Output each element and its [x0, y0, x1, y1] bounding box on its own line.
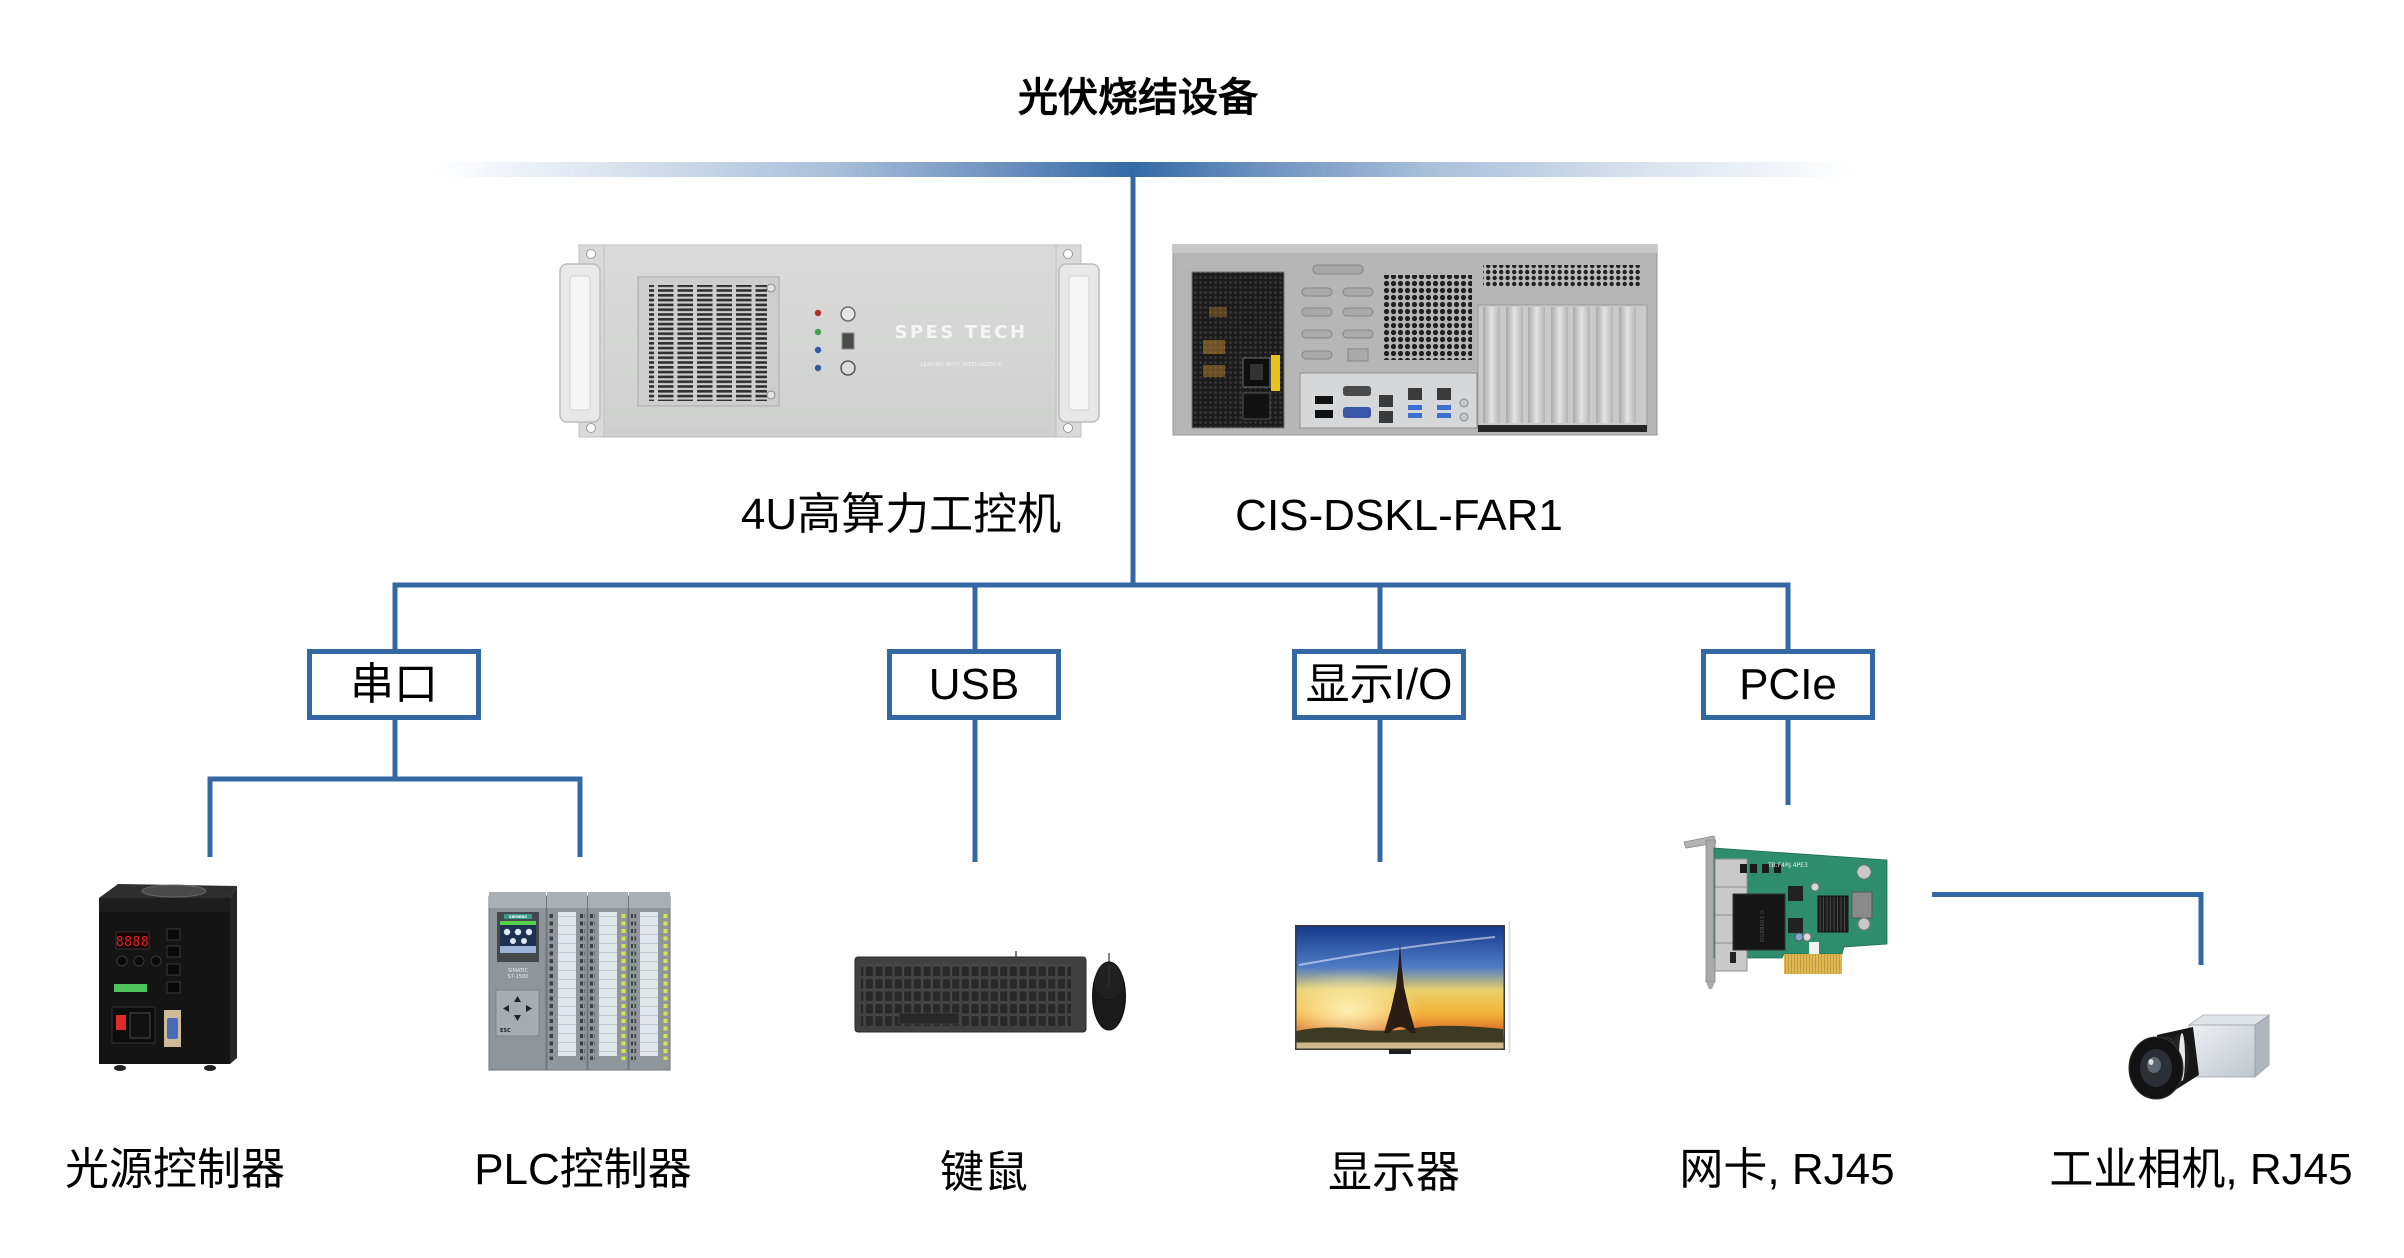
plc-io-module-1 — [546, 892, 588, 1071]
controller-chip-2 — [1788, 918, 1803, 933]
digital-display: 8888 — [116, 935, 149, 950]
title-gradient-bar — [437, 162, 1852, 177]
heatsink — [1817, 895, 1849, 933]
brand-logo-text: SPES TECH — [894, 322, 1027, 343]
device-label-network-card: 网卡, RJ45 — [1679, 1145, 1895, 1194]
industrial-pc-front-image: SPES TECH LEAPING WITH INTELLIGENCE — [559, 244, 1100, 438]
device-label-industrial-camera: 工业相机, RJ45 — [2049, 1145, 2353, 1194]
interface-label-pcie: PCIe — [1739, 659, 1837, 709]
plc-model-line2: S7-1500 — [508, 974, 529, 980]
device-label-keyboard-mouse: 键鼠 — [940, 1148, 1028, 1197]
control-buttons — [116, 955, 162, 967]
rack-handle-left — [559, 263, 601, 423]
eiffel-tower — [1384, 943, 1416, 1033]
controller-label-rear: CIS-DSKL-FAR1 — [1235, 491, 1563, 540]
status-leds — [814, 309, 822, 372]
top-vent — [1483, 265, 1640, 287]
industrial-camera-image — [2127, 1013, 2271, 1102]
industrial-pc-rear-image — [1172, 244, 1658, 436]
power-switch — [116, 1015, 126, 1030]
front-usb-ports — [841, 332, 855, 350]
camera-body — [2187, 1014, 2271, 1078]
interface-label-usb: USB — [928, 659, 1020, 709]
monitor-image — [1295, 921, 1511, 1055]
plc-esc-key: ESC — [500, 1028, 511, 1034]
interface-label-display-io: 显示I/O — [1305, 659, 1453, 709]
light-source-controller-image: 8888 — [98, 882, 237, 1077]
device-label-light-source-controller: 光源控制器 — [65, 1145, 285, 1194]
interface-box-pcie: PCIe — [1701, 649, 1875, 720]
interface-box-usb: USB — [887, 649, 1061, 720]
interface-box-serial: 串口 — [307, 649, 481, 720]
gold-fingers — [1784, 954, 1842, 974]
controller-chip-1 — [1788, 886, 1803, 901]
plc-cpu-module: SIEMENS SIMATIC S7-1500 ESC — [488, 892, 547, 1071]
interface-label-serial: 串口 — [350, 659, 438, 709]
interface-box-display-io: 显示I/O — [1292, 649, 1466, 720]
pcie-expansion-slots — [1477, 304, 1648, 432]
diagram-title: 光伏烧结设备 — [1018, 76, 1258, 120]
power-switch — [1242, 392, 1271, 420]
keyboard — [854, 951, 1087, 1033]
plc-io-module-3 — [628, 892, 671, 1071]
power-supply-unit — [1191, 271, 1285, 429]
keyboard-mouse-image — [854, 951, 1126, 1033]
plc-io-module-2 — [587, 892, 629, 1071]
serial-com-ports — [1301, 264, 1374, 362]
pci-bracket — [1683, 835, 1717, 989]
plc-image: SIEMENS SIMATIC S7-1500 ESC — [488, 890, 671, 1071]
fan-grille — [1382, 275, 1472, 360]
device-label-plc-controller: PLC控制器 — [474, 1145, 692, 1194]
channel-connectors — [166, 928, 181, 994]
monitor-stand — [1389, 1049, 1411, 1054]
mouse — [1092, 953, 1126, 1031]
camera-lens — [2128, 1027, 2199, 1100]
controller-label-front: 4U高算力工控机 — [740, 490, 1062, 539]
plc-brand-text: SIEMENS — [509, 915, 527, 919]
brand-tagline-text: LEAPING WITH INTELLIGENCE — [920, 362, 1002, 368]
plc-navigation-pad — [495, 989, 540, 1037]
rack-handle-right — [1058, 263, 1100, 423]
network-card-image: DG88503 G TB.F4RJ.4PE3 — [1683, 834, 1888, 989]
cooling-fan — [141, 884, 207, 898]
power-socket — [129, 1012, 151, 1039]
board-model-text: TB.F4RJ.4PE3 — [1767, 862, 1808, 869]
transformer-chip-text: DG88503 G — [1760, 910, 1766, 942]
power-button — [840, 306, 856, 322]
transformer-module — [1732, 893, 1786, 951]
io-shield — [1299, 372, 1478, 429]
vent-grille — [637, 276, 780, 407]
reset-button — [840, 360, 856, 376]
terminal-block — [114, 984, 147, 992]
device-label-monitor: 显示器 — [1328, 1148, 1460, 1197]
plc-model-line1: SIMATIC — [508, 968, 529, 974]
